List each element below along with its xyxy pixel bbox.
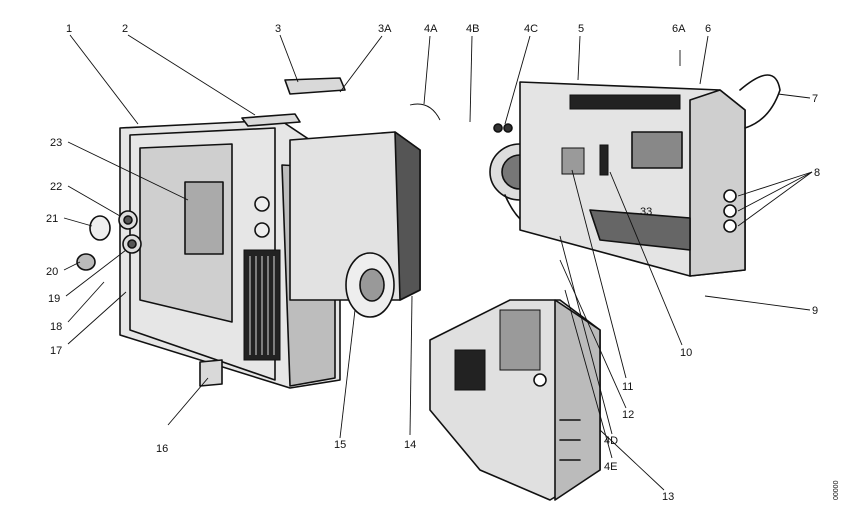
callout-8: 8 — [814, 167, 820, 179]
callout-15: 15 — [334, 439, 346, 451]
callout-1: 1 — [66, 23, 72, 35]
callout-3A: 3A — [378, 23, 392, 35]
callout-22: 22 — [50, 181, 62, 193]
panel-mark: 33 — [640, 206, 652, 218]
rear-cover — [289, 131, 421, 301]
lid-3 — [284, 77, 346, 95]
callout-labels: 1 2 3 3A 4A 4B 4C 5 6A 6 7 8 9 10 11 12 … — [46, 23, 820, 503]
front-case — [119, 119, 341, 389]
callout-4C: 4C — [524, 23, 538, 35]
callout-10: 10 — [680, 347, 692, 359]
callout-23: 23 — [50, 137, 62, 149]
margin-code: 00000 — [833, 480, 840, 500]
callout-17: 17 — [50, 345, 62, 357]
callout-7: 7 — [812, 93, 818, 105]
callout-13: 13 — [662, 491, 674, 503]
callout-4E: 4E — [604, 461, 617, 473]
knobs — [76, 210, 142, 271]
callout-2: 2 — [122, 23, 128, 35]
callout-4A: 4A — [424, 23, 438, 35]
callout-18: 18 — [50, 321, 62, 333]
chassis — [429, 299, 601, 501]
callout-5: 5 — [578, 23, 584, 35]
callout-4D: 4D — [604, 435, 618, 447]
bracket-2 — [241, 113, 301, 127]
rear-housing: 33 — [519, 81, 746, 277]
callout-6: 6 — [705, 23, 711, 35]
leader-lines — [63, 34, 813, 491]
callout-6A: 6A — [672, 23, 686, 35]
control-panel-window — [184, 181, 224, 255]
callout-4B: 4B — [466, 23, 479, 35]
callout-9: 9 — [812, 305, 818, 317]
clip-16 — [199, 359, 223, 387]
antenna — [739, 74, 781, 129]
speaker — [345, 252, 395, 318]
callout-21: 21 — [46, 213, 58, 225]
callout-16: 16 — [156, 443, 168, 455]
callout-19: 19 — [48, 293, 60, 305]
callout-20: 20 — [46, 266, 58, 278]
callout-14: 14 — [404, 439, 416, 451]
callout-3: 3 — [275, 23, 281, 35]
callout-11: 11 — [622, 381, 633, 393]
callout-12: 12 — [622, 409, 634, 421]
